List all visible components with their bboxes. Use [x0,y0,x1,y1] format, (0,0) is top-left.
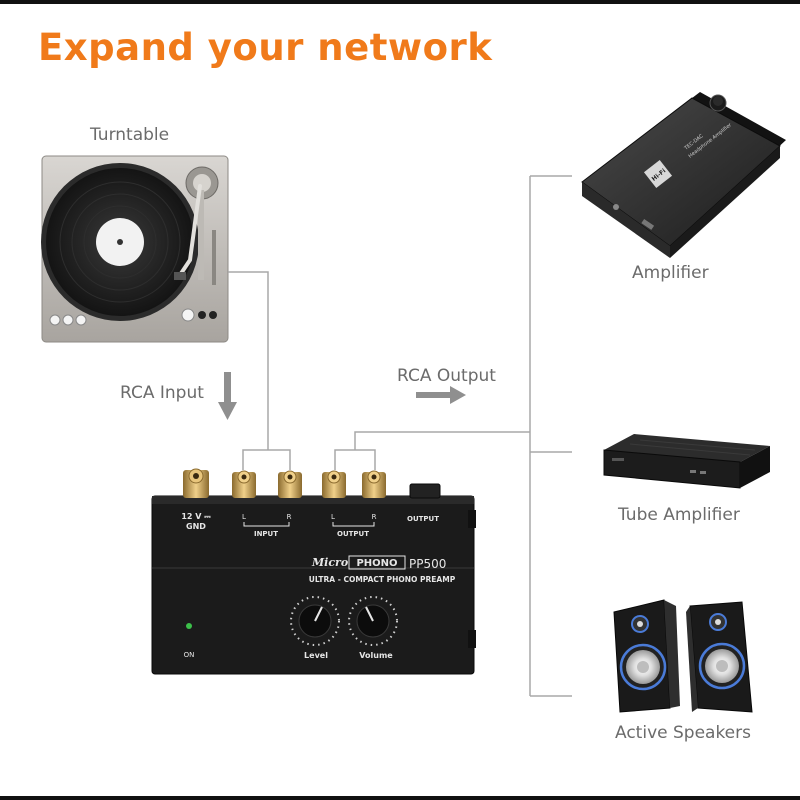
output-r-jack [362,470,386,498]
subtitle-text: ULTRA - COMPACT PHONO PREAMP [309,575,456,584]
rca-output-label: RCA Output [397,366,496,386]
tube-amplifier-image [603,434,770,489]
volume-knob [348,596,398,646]
phono-preamp-image: 12 V ⎓ GND L R INPUT L R OUTPUT OUTPUT M… [151,468,476,675]
amplifier-image: Hi-Fi TEC-DAC Headphone Amplifier [581,92,786,258]
power-label: 12 V ⎓ [181,512,211,521]
level-label: Level [304,651,328,660]
level-knob [290,596,340,646]
active-speakers-label: Active Speakers [615,723,751,743]
right-arrow-icon [416,386,466,404]
rca-input-label: RCA Input [120,383,204,403]
on-label: ON [184,651,195,659]
turntable-image [41,155,229,343]
output-l-label: L [331,513,335,521]
brand-box-text: PHONO [356,558,397,569]
input-l-label: L [242,513,246,521]
power-jack [183,468,209,498]
input-label: INPUT [254,530,278,538]
input-r-jack [278,470,302,498]
connection-lines [228,175,572,697]
down-arrow-icon [218,372,237,420]
headline: Expand your network [38,26,493,69]
power-led [186,623,192,629]
model-text: PP500 [409,557,446,571]
output-l-jack [322,470,346,498]
output-label: OUTPUT [337,530,369,538]
gnd-label: GND [186,522,206,531]
input-r-label: R [287,513,292,521]
output-r-label: R [372,513,377,521]
tube-amplifier-label: Tube Amplifier [618,505,740,525]
volume-label: Volume [359,651,393,660]
turntable-label: Turntable [90,125,170,145]
active-speakers-image [613,599,753,713]
amplifier-label: Amplifier [632,263,709,283]
brand-text: Micro [311,556,348,569]
side-output-label: OUTPUT [407,515,439,523]
input-l-jack [232,470,256,498]
